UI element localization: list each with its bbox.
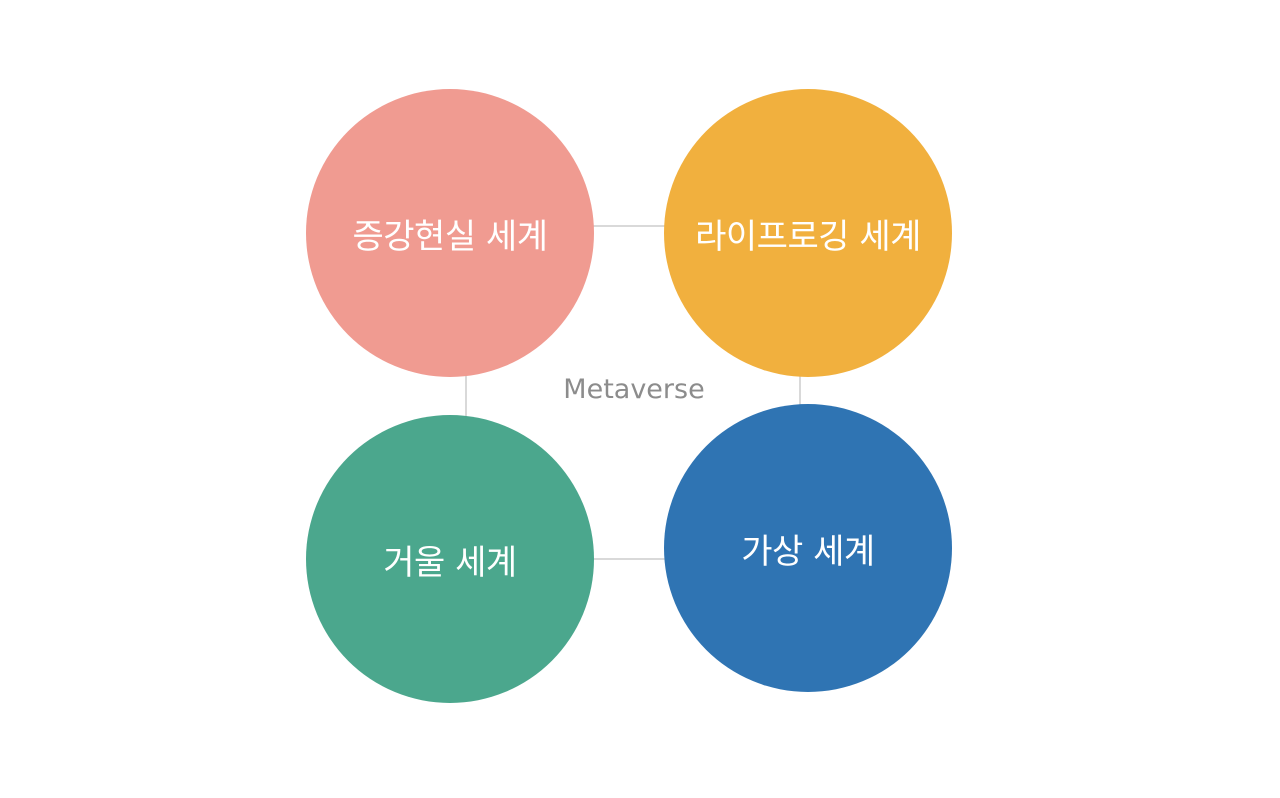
node-virtual-world: 가상 세계 (664, 404, 952, 692)
node-lifelogging: 라이프로깅 세계 (664, 89, 952, 377)
node-label: 가상 세계 (741, 531, 875, 572)
connector-bottom (592, 558, 666, 560)
connector-left (465, 375, 467, 417)
connector-right (799, 375, 801, 407)
node-mirror-world: 거울 세계 (306, 415, 594, 703)
node-label: 증강현실 세계 (352, 216, 549, 257)
center-label: Metaverse (563, 374, 705, 405)
connector-top (592, 225, 666, 227)
node-label: 라이프로깅 세계 (695, 216, 921, 257)
node-label: 거울 세계 (383, 542, 517, 583)
node-augmented-reality: 증강현실 세계 (306, 89, 594, 377)
